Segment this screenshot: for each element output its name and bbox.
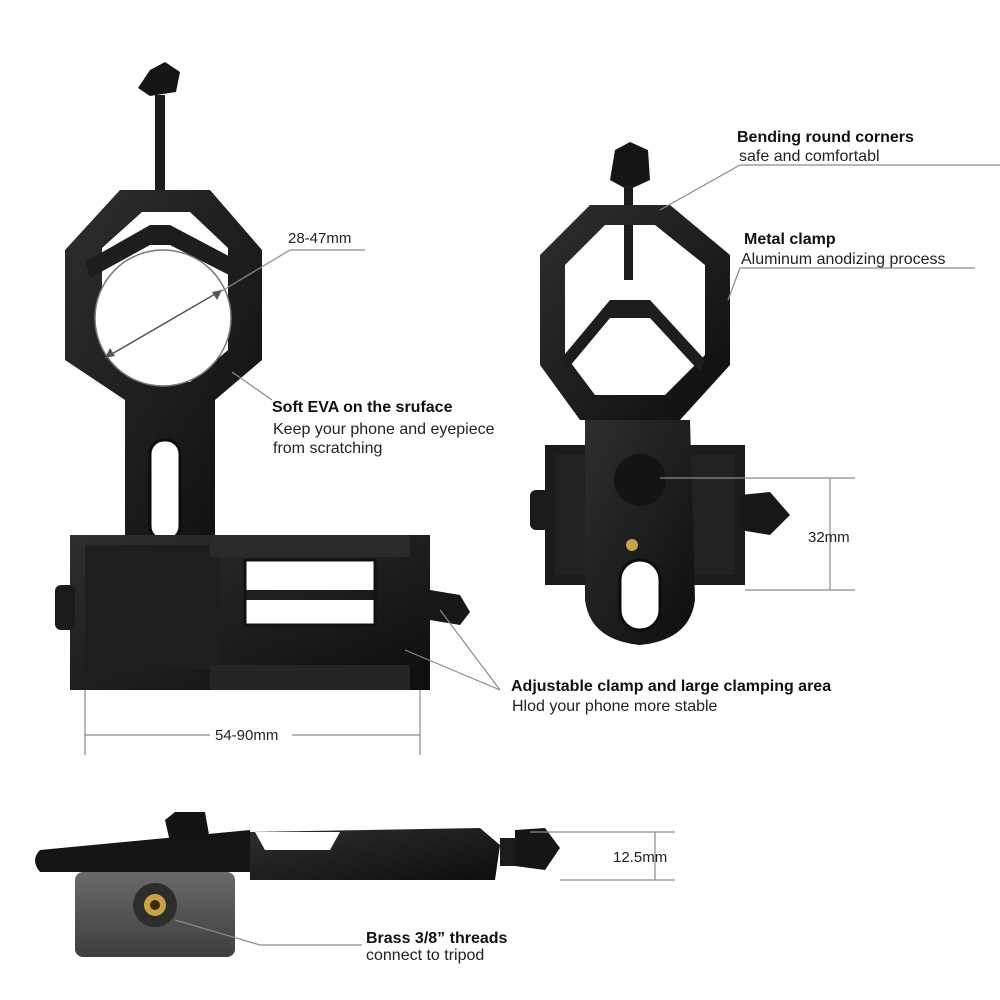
eyepiece-circle: [94, 249, 232, 387]
right-clamp-arm: [585, 420, 695, 645]
adapter-front-view: [55, 62, 470, 690]
dim-clamp-height: 32mm: [808, 529, 850, 546]
dim-phone-width: 54-90mm: [215, 727, 279, 744]
right-screw-knob: [610, 142, 650, 190]
callout-adjustable-clamp-title: Adjustable clamp and large clamping area: [511, 678, 832, 695]
mount-knob: [614, 454, 666, 506]
callout-adjustable-clamp-sub: Hlod your phone more stable: [512, 698, 718, 715]
callout-bending-corners-title: Bending round corners: [737, 129, 914, 146]
dim-thickness: 12.5mm: [613, 849, 668, 866]
callout-soft-eva-sub-2: from scratching: [273, 440, 383, 457]
callout-metal-clamp-sub: Aluminum anodizing process: [741, 251, 946, 268]
callout-brass-threads-sub: connect to tripod: [366, 947, 485, 964]
callout-soft-eva-sub-1: Keep your phone and eyepiece: [273, 421, 495, 438]
callout-soft-eva-title: Soft EVA on the sruface: [272, 399, 453, 416]
dim-eyepiece-range: 28-47mm: [288, 230, 352, 247]
leader-lines: [84, 164, 1000, 946]
hex-frame: [65, 190, 262, 540]
callout-metal-clamp-title: Metal clamp: [744, 231, 836, 248]
top-screw-knob: [138, 62, 180, 96]
screw-rod: [155, 95, 165, 200]
adapter-angle-view: [530, 142, 790, 645]
adapter-side-view: [35, 812, 560, 957]
callout-brass-threads-title: Brass 3/8” threads: [366, 930, 508, 947]
callout-bending-corners-sub: safe and comfortabl: [739, 148, 880, 165]
